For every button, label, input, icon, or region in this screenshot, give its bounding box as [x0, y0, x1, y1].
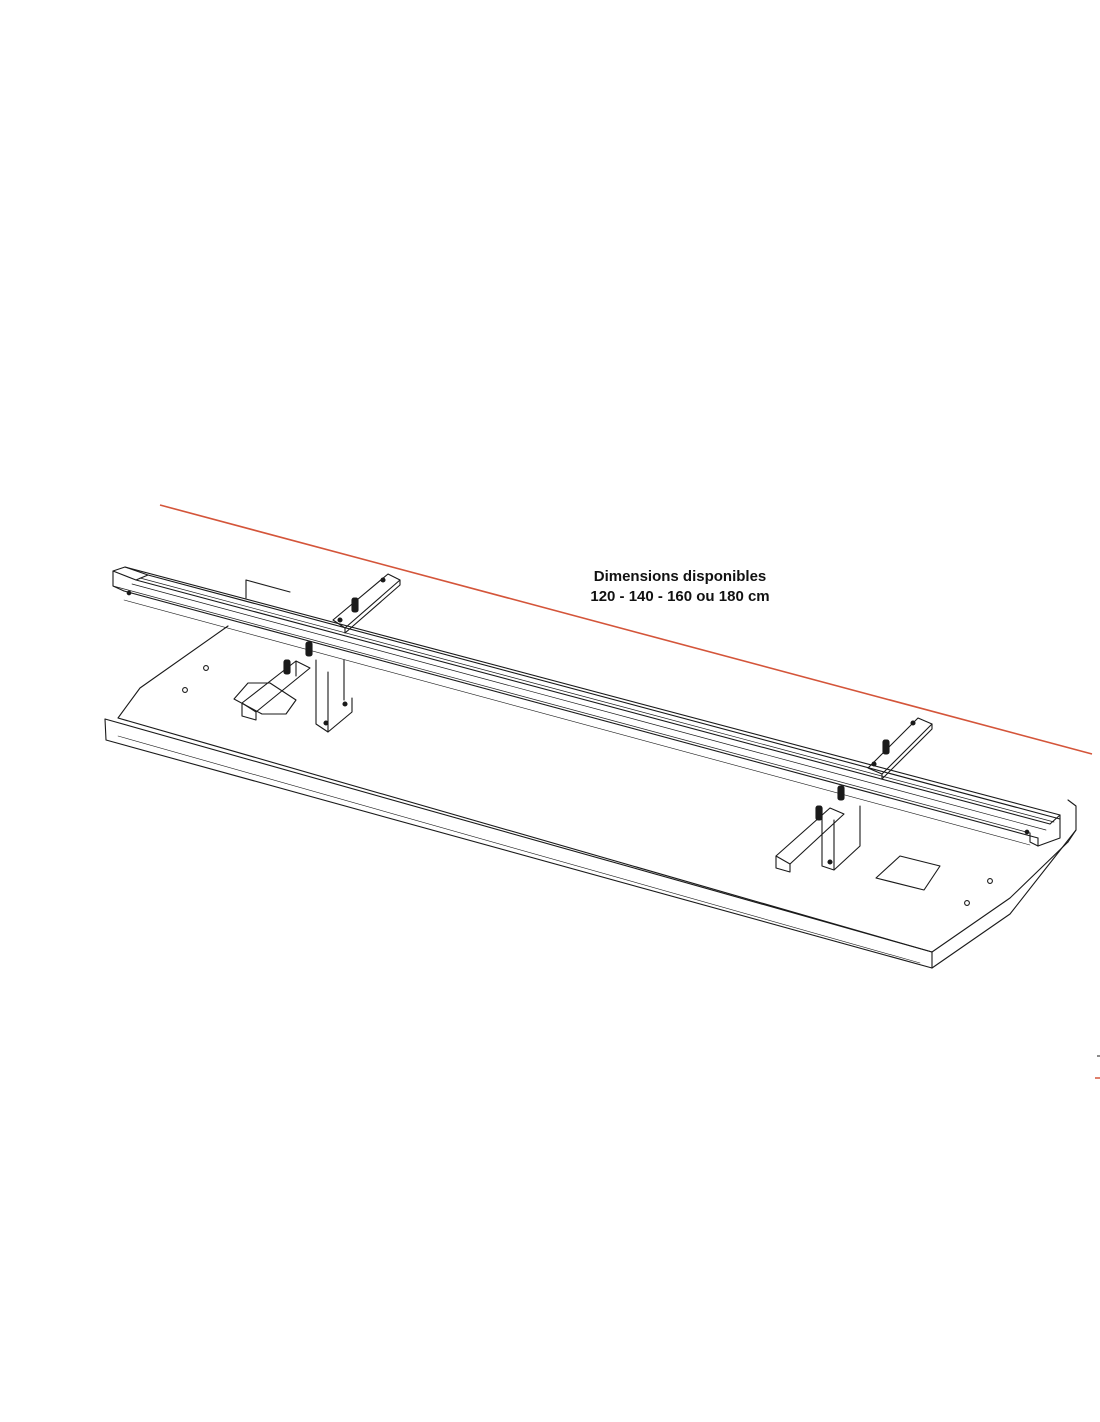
dimension-annotation: Dimensions disponibles 120 - 140 - 160 o…	[520, 567, 840, 607]
dimension-line	[159, 504, 1093, 755]
left-bolts	[283, 597, 359, 675]
main-rail	[112, 566, 1061, 847]
right-cross-bracket	[775, 717, 933, 873]
tray-plate	[104, 579, 1077, 969]
right-bolts	[815, 739, 890, 821]
annotation-line-2: 120 - 140 - 160 ou 180 cm	[590, 588, 770, 605]
annotation-line-1: Dimensions disponibles	[593, 568, 767, 585]
left-cross-bracket	[241, 573, 401, 733]
cable-tray-assembly	[104, 566, 1077, 969]
